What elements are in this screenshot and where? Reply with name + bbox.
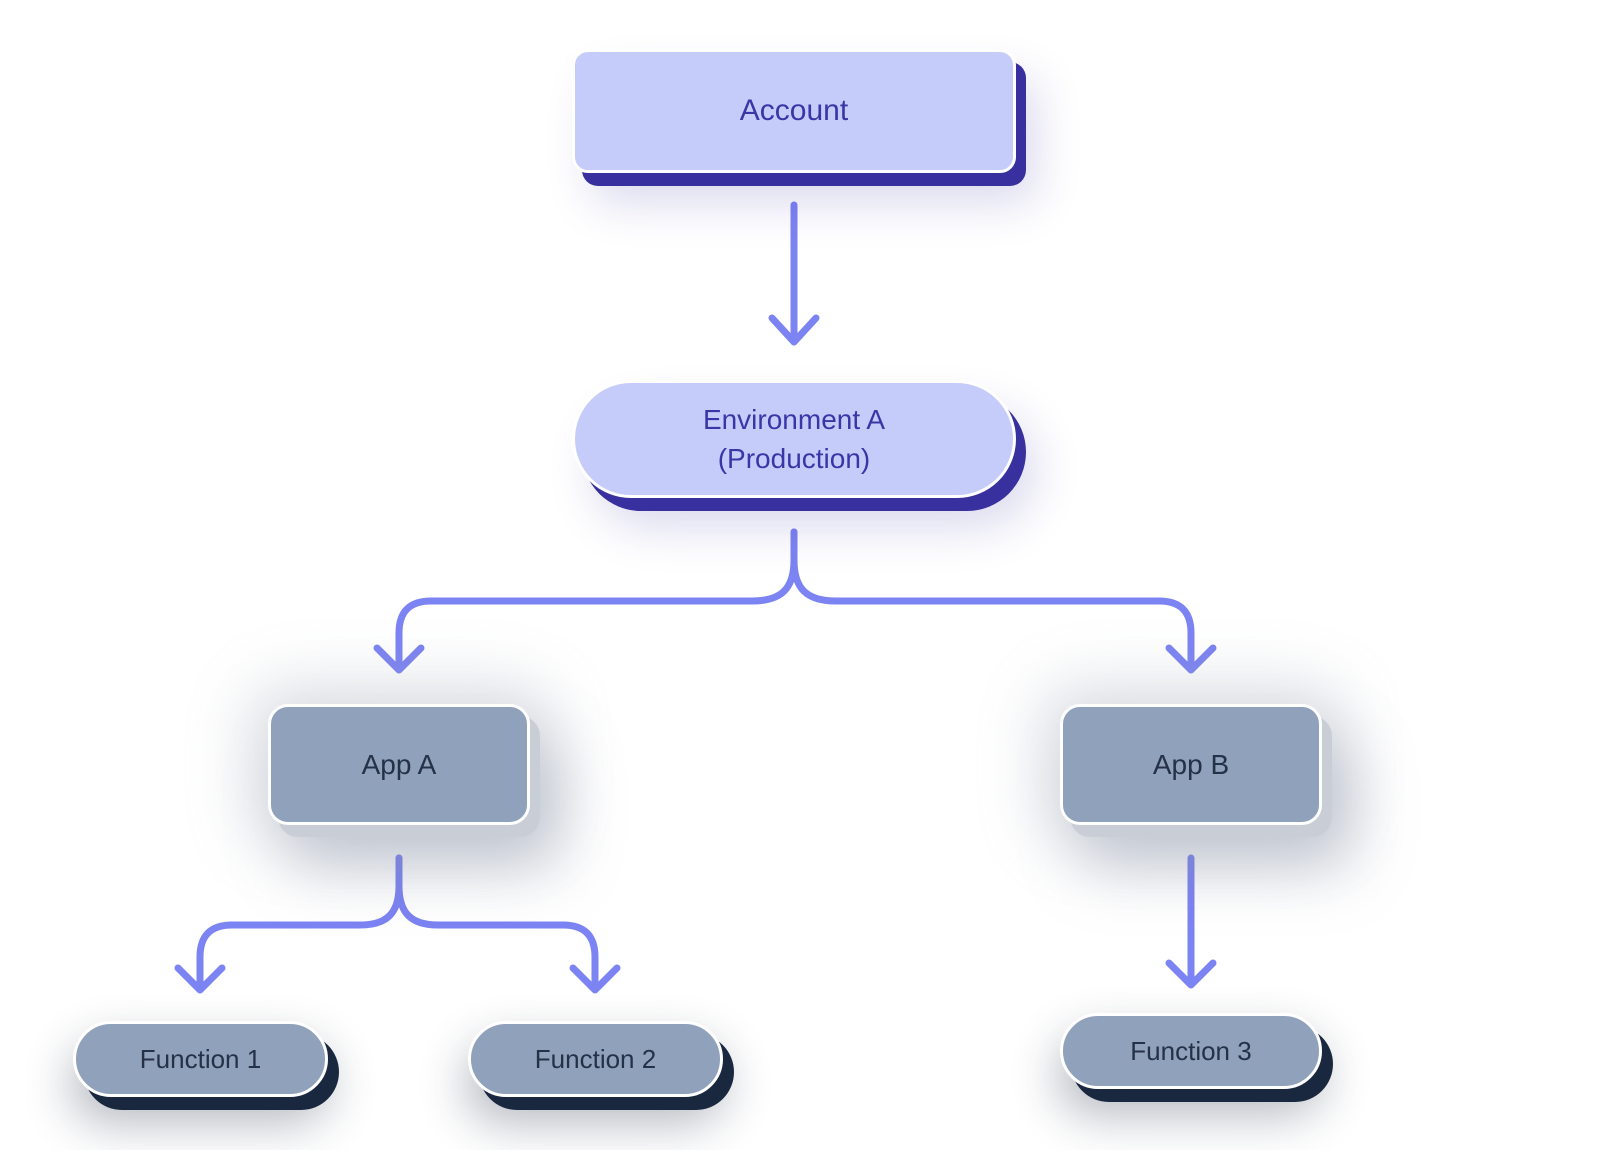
node-function-3: Function 3 (1060, 1013, 1322, 1089)
arrowhead-down-icon (174, 964, 226, 994)
arrowhead-down-icon (1165, 959, 1217, 989)
arrowhead-down-icon (768, 314, 820, 346)
node-function-3-label: Function 3 (1130, 1035, 1252, 1066)
node-app-a: App A (268, 704, 530, 825)
node-function-2: Function 2 (468, 1021, 723, 1097)
edge-app-a-to-function-2 (395, 854, 621, 994)
node-function-1-label: Function 1 (139, 1043, 262, 1074)
edge-app-a-to-function-1 (174, 854, 403, 994)
node-function-2-label: Function 2 (534, 1043, 657, 1074)
node-account-label: Account (739, 94, 849, 127)
node-environment-label-line2: (Production) (717, 443, 871, 474)
edge-line (790, 528, 1195, 672)
edge-line (395, 854, 599, 992)
node-environment-label-line1: Environment A (702, 404, 886, 435)
edge-line (395, 528, 798, 672)
edge-environment-to-app-b (790, 528, 1217, 674)
node-environment: Environment A (Production) (572, 380, 1016, 498)
node-account: Account (572, 49, 1016, 173)
edge-environment-to-app-a (373, 528, 798, 674)
arrowhead-down-icon (569, 964, 621, 994)
edge-account-to-environment (768, 201, 820, 346)
node-app-a-label: App A (361, 748, 437, 780)
edge-line (196, 854, 403, 992)
node-app-b-label: App B (1152, 748, 1230, 780)
arrowhead-down-icon (1165, 644, 1217, 674)
edge-app-b-to-function-3 (1165, 854, 1217, 989)
arrowhead-down-icon (373, 644, 425, 674)
node-function-1: Function 1 (73, 1021, 328, 1097)
node-app-b: App B (1060, 704, 1322, 825)
